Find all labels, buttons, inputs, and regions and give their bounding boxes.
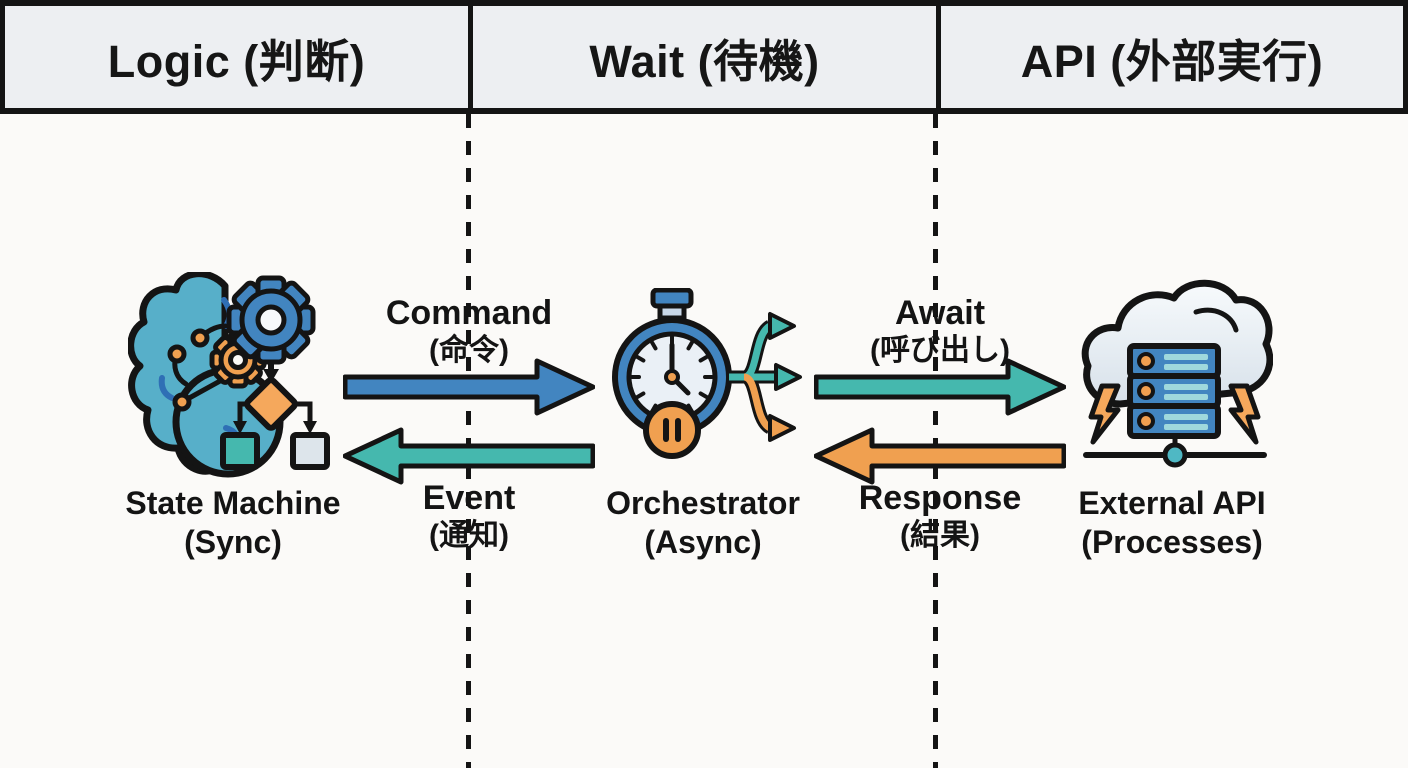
server-icon — [1083, 343, 1267, 468]
response-label: Response (結果) — [858, 479, 1022, 553]
event-arrow-icon — [343, 427, 595, 485]
orchestrator-icon — [612, 288, 802, 459]
lane-divider-dashed-2 — [933, 114, 938, 768]
state-machine-label: State Machine (Sync) — [125, 485, 341, 560]
header-divider-1 — [468, 6, 473, 108]
event-label: Event (通知) — [422, 479, 516, 553]
header-column-logic: Logic (判断) — [107, 35, 366, 87]
response-arrow-icon — [814, 427, 1066, 485]
lightning-right-icon — [1228, 383, 1261, 445]
header-divider-2 — [936, 6, 941, 108]
lightning-left-icon — [1088, 383, 1121, 445]
gear-large-icon — [226, 275, 316, 365]
branch-arrows-icon — [729, 312, 802, 442]
state-machine-icon — [128, 272, 330, 478]
external-api-label: External API (Processes) — [1078, 485, 1266, 560]
orchestrator-label: Orchestrator (Async) — [606, 485, 800, 560]
await-label: Await (呼び出し) — [870, 294, 1010, 368]
header: Logic (判断) Wait (待機) API (外部実行) — [0, 0, 1408, 114]
await-arrow-icon — [814, 358, 1066, 416]
stopwatch-icon — [612, 288, 732, 459]
command-label: Command (命令) — [385, 294, 553, 368]
network-node-icon — [1162, 442, 1188, 468]
command-arrow-icon — [343, 358, 595, 416]
lane-divider-dashed-1 — [466, 114, 471, 768]
header-column-api: API (外部実行) — [1020, 35, 1324, 87]
external-api-icon — [1081, 279, 1273, 468]
flowchart-icon — [220, 364, 330, 470]
pause-icon — [643, 401, 701, 459]
header-column-wait: Wait (待機) — [589, 35, 820, 87]
